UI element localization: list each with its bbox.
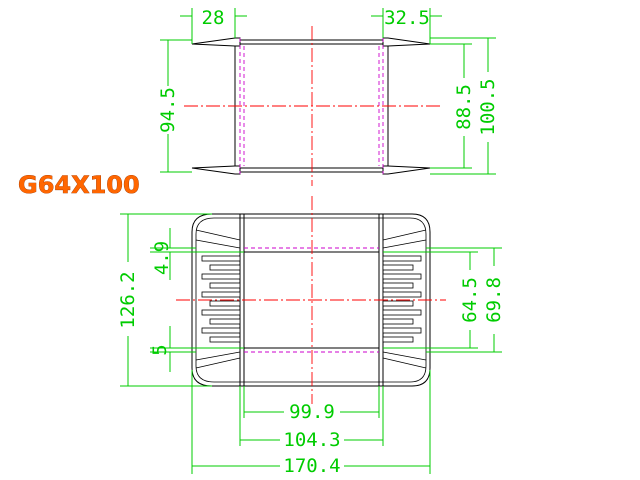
dim-flange-left-text: 28 [202,7,225,29]
top-view-center-lines [184,26,442,186]
dim-height-left: 94.5 [157,39,192,173]
cooling-fin-right [382,327,422,334]
cooling-fin-left [209,282,241,289]
dim-height-outer: 100.5 [430,37,499,175]
dim-core-width: 104.3 [239,386,384,451]
dim-bottom-offset: 5 [149,326,244,372]
dim-window-width: 99.9 [243,386,380,423]
dim-total-width-text: 170.4 [283,455,340,477]
front-view-hidden-lines [244,247,379,353]
cooling-fins [201,255,422,343]
cooling-fin-right [382,300,414,307]
cooling-fin-right [382,282,414,289]
dim-top-offset: 4.9 [150,228,244,280]
dim-top-offset-text: 4.9 [151,241,173,275]
cooling-fin-left [209,264,241,271]
dim-height-total: 126.2 [117,213,212,387]
cooling-fin-left [209,300,241,307]
dim-outer-height: 69.8 [426,247,505,353]
dim-height-total-text: 126.2 [117,271,139,328]
dim-height-inner: 88.5 [430,43,475,169]
cooling-fin-left [201,309,241,316]
cooling-fin-right [382,273,422,280]
dim-height-left-text: 94.5 [157,87,179,133]
cooling-fin-right [382,255,422,262]
cooling-fin-left [201,291,241,298]
model-label: G64X100 [18,171,140,199]
top-view: 28 32.5 94.5 88.5 [157,7,499,186]
dim-inner-height: 64.5 [383,251,481,349]
cooling-fin-right [382,309,422,316]
cooling-fin-right [382,264,414,271]
dim-window-width-text: 99.9 [289,401,335,423]
dim-flange-right-text: 32.5 [384,7,430,29]
front-view: 126.2 4.9 5 64.5 [117,196,505,477]
cooling-fin-left [209,336,241,343]
cooling-fin-left [201,255,241,262]
dim-outer-height-text: 69.8 [483,277,505,323]
dim-total-width: 170.4 [191,370,431,477]
dim-height-outer-text: 100.5 [477,78,499,135]
cooling-fin-left [209,318,241,325]
dim-height-inner-text: 88.5 [453,84,475,130]
cooling-fin-right [382,336,414,343]
dim-core-width-text: 104.3 [283,429,340,451]
cooling-fin-right [382,291,422,298]
cooling-fin-right [382,318,414,325]
dim-flange-left: 28 [180,7,247,44]
cooling-fin-left [201,327,241,334]
dim-inner-height-text: 64.5 [459,277,481,323]
cooling-fin-left [201,273,241,280]
dim-bottom-offset-text: 5 [149,344,171,355]
front-view-center-lines [176,196,446,404]
